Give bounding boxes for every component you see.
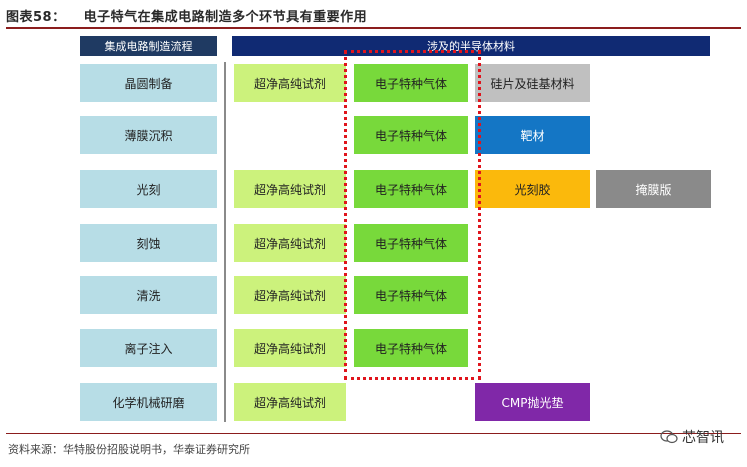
silicon-material-box: 硅片及硅基材料 bbox=[475, 64, 590, 102]
gas-box: 电子特种气体 bbox=[354, 64, 468, 102]
gas-highlight-frame bbox=[344, 50, 481, 380]
gas-box: 电子特种气体 bbox=[354, 224, 468, 262]
photomask-box: 掩膜版 bbox=[596, 170, 711, 208]
photoresist-box: 光刻胶 bbox=[475, 170, 590, 208]
process-cleaning: 清洗 bbox=[80, 276, 217, 314]
process-wafer-prep: 晶圆制备 bbox=[80, 64, 217, 102]
title-rule bbox=[6, 27, 741, 29]
figure-title-text: 电子特气在集成电路制造多个环节具有重要作用 bbox=[83, 10, 368, 25]
process-thin-film: 薄膜沉积 bbox=[80, 116, 217, 154]
reagent-box: 超净高纯试剂 bbox=[234, 276, 346, 314]
process-flow-header: 集成电路制造流程 bbox=[80, 36, 217, 56]
process-ion-implant: 离子注入 bbox=[80, 329, 217, 367]
reagent-box: 超净高纯试剂 bbox=[234, 224, 346, 262]
watermark-text: 芯智讯 bbox=[682, 430, 724, 446]
gas-box: 电子特种气体 bbox=[354, 170, 468, 208]
figure-title: 图表58： 电子特气在集成电路制造多个环节具有重要作用 bbox=[6, 6, 367, 25]
reagent-box: 超净高纯试剂 bbox=[234, 170, 346, 208]
process-cmp: 化学机械研磨 bbox=[80, 383, 217, 421]
process-lithography: 光刻 bbox=[80, 170, 217, 208]
figure-number: 图表58： bbox=[6, 10, 66, 25]
gas-box: 电子特种气体 bbox=[354, 329, 468, 367]
reagent-box: 超净高纯试剂 bbox=[234, 64, 346, 102]
reagent-box: 超净高纯试剂 bbox=[234, 383, 346, 421]
column-divider bbox=[224, 62, 226, 422]
gas-box: 电子特种气体 bbox=[354, 276, 468, 314]
target-material-box: 靶材 bbox=[475, 116, 590, 154]
gas-box: 电子特种气体 bbox=[354, 116, 468, 154]
process-etching: 刻蚀 bbox=[80, 224, 217, 262]
footer-rule bbox=[6, 433, 741, 434]
wechat-icon bbox=[660, 430, 678, 444]
reagent-box: 超净高纯试剂 bbox=[234, 329, 346, 367]
watermark: 芯智讯 bbox=[660, 427, 724, 447]
cmp-pad-box: CMP抛光垫 bbox=[475, 383, 590, 421]
source-note: 资料来源：华特股份招股说明书，华泰证券研究所 bbox=[8, 443, 250, 456]
